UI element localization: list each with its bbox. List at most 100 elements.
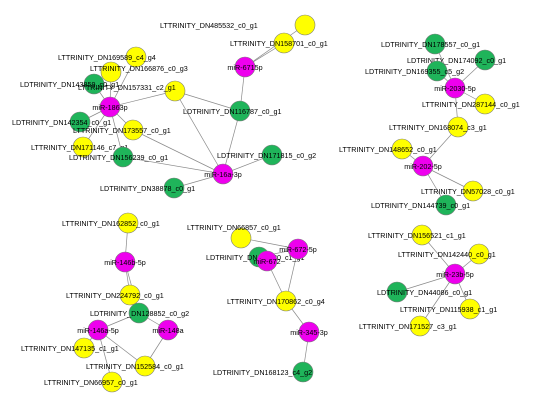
node-mir-672: miR-672 — [253, 250, 281, 272]
node-dn178557: LDTRINITY_DN178557_c0_g1 — [381, 33, 480, 55]
node-label: miR-672 — [253, 257, 280, 266]
node-label: LDTRINITY_DN174092_c0_g1 — [407, 56, 506, 65]
node-circle-green — [261, 144, 283, 166]
node-circle-magenta — [287, 238, 309, 260]
node-circle-yellow — [391, 138, 413, 160]
node-mir-1863p: miR-1863p — [92, 96, 128, 118]
node-label: miR-148a — [152, 326, 183, 335]
node-circle-green — [426, 60, 448, 82]
node-circle-yellow — [101, 371, 123, 393]
node-mir-148a: miR-148a — [152, 319, 184, 341]
node-dn168123: LDTRINITY_DN168123_c4_g2 — [213, 361, 314, 383]
node-circle-yellow — [134, 355, 156, 377]
node-dn147135: LTTRINITY_DN147135_c1_g1 — [21, 337, 119, 359]
node-circle-magenta — [298, 321, 320, 343]
node-circle-yellow — [100, 61, 122, 83]
edge-mir-23b5p-dn171527 — [419, 273, 456, 327]
node-mir-3453p: miR-345-3p — [290, 321, 328, 343]
node-circle-magenta — [212, 163, 234, 185]
node-label: LDTRINITY_DN142354_c0_g1 — [12, 118, 111, 127]
node-dn66957: LTTRINITY_DN66957_c0_g1 — [44, 371, 138, 393]
node-label: miR-345-3p — [290, 328, 328, 337]
node-label: miR-672-5p — [279, 245, 317, 254]
node-mir-16a3p: miR-16a-3p — [204, 163, 242, 185]
node-label: LTTRINITY_DN57028_c0_g1 — [421, 187, 515, 196]
node-circle-yellow — [474, 93, 496, 115]
node-mir-1465p: miR-146b-5p — [104, 251, 146, 273]
node-circle-yellow — [462, 180, 484, 202]
node-label: LTTRINITY_DN171146_c7_g1 — [31, 143, 128, 152]
node-label: LTTRINITY_DN224792_c0_g1 — [66, 291, 164, 300]
node-label: miR-202-5p — [404, 162, 442, 171]
node-circle-yellow — [409, 315, 431, 337]
node-mir-23b5p: miR-23b-5p — [436, 263, 474, 285]
node-dn66857: LTTRINITY_DN66857_c0_g1 — [187, 223, 281, 249]
edge-dn157331-dn116787 — [174, 90, 241, 112]
node-dn171527: LTTRINITY_DN171527_c3_g1 — [359, 315, 457, 337]
node-label: LTTRINITY_DN115938_c1_g1 — [400, 305, 497, 314]
node-dn144739: LDTRINITY_DN144739_c0_g1 — [371, 194, 470, 216]
node-dn169589: LTTRINITY_DN169589_c4_g4 — [58, 46, 156, 68]
node-label: miR-146a-5p — [77, 326, 119, 335]
node-circle-yellow — [411, 224, 433, 246]
node-label: LDTRINITY_DN38878_c0_g1 — [100, 184, 195, 193]
node-dn116787: LDTRINITY_DN116787_c0_g1 — [183, 100, 282, 122]
node-circle-green — [112, 146, 134, 168]
node-circle-yellow — [73, 337, 95, 359]
node-circle-green — [69, 111, 91, 133]
node-circle-yellow — [275, 290, 297, 312]
edge-mir-16a3p-dn116787 — [222, 110, 241, 175]
node-label: LDTRINITY_DN144739_c0_g1 — [371, 201, 470, 210]
node-circle-magenta — [87, 319, 109, 341]
node-dn174092: LDTRINITY_DN174092_c0_g1 — [407, 49, 506, 71]
node-dn57028: LTTRINITY_DN57028_c0_g1 — [421, 180, 515, 202]
node-label: LTTRINITY_DN171527_c3_g1 — [359, 322, 457, 331]
node-label: miR-16a-3p — [204, 170, 242, 179]
node-label: LTTRINITY_DN162852_c0_g1 — [62, 219, 160, 228]
node-circle-green — [386, 281, 408, 303]
node-dn38878: LDTRINITY_DN38878_c0_g1 — [100, 177, 195, 199]
node-label: LDTRINITY_DN119820_c1_g1 — [206, 253, 305, 262]
node-circle-magenta — [444, 77, 466, 99]
node-label: miR-1863p — [92, 103, 127, 112]
node-label: LDTRINITY_DN156239_c0_g1 — [69, 153, 168, 162]
node-label: miR-23b-5p — [436, 270, 474, 279]
node-label: LTTRINITY_DN173557_c0_g1 — [73, 126, 171, 135]
edge-mir-1863p-dn157331 — [109, 90, 176, 108]
node-circle-green — [435, 194, 457, 216]
node-mir-2025p: miR-202-5p — [404, 155, 442, 177]
node-label: LDTRINITY_DN128852_c0_g2 — [90, 309, 189, 318]
node-label: LDTRINITY_DN178557_c0_g1 — [381, 40, 480, 49]
node-dn162852: LTTRINITY_DN162852_c0_g1 — [62, 212, 160, 234]
node-label: LTTRINITY_DN158701_c0_g1 — [230, 39, 328, 48]
node-circle-yellow — [164, 80, 186, 102]
node-label: LTTRINITY_DN168074_c3_g1 — [389, 123, 487, 132]
node-label: LDTRINITY_DN171815_c0_g2 — [217, 151, 316, 160]
node-label: LTTRINITY_DN147135_c1_g1 — [21, 344, 119, 353]
node-circle-yellow — [459, 298, 481, 320]
node-label: miR-146b-5p — [104, 258, 146, 267]
node-label: LTTRINITY_DN142440_c0_g1 — [398, 250, 496, 259]
node-dn148652: LTTRINITY_DN148652_c0_g1 — [339, 138, 437, 160]
node-circle-yellow — [122, 119, 144, 141]
node-dn115938: LTTRINITY_DN115938_c1_g1 — [400, 298, 497, 320]
node-dn170862: LTTRINITY_DN170862_c0_g4 — [227, 290, 325, 312]
node-dn171146: LTTRINITY_DN171146_c7_g1 — [31, 136, 128, 158]
node-mir-6725p: miR-672-5p — [279, 238, 317, 260]
node-dn485532: LTTRINITY_DN485532_c0_g1 — [160, 14, 316, 36]
node-circle-green — [163, 177, 185, 199]
edge-mir-16a3p-dn157331 — [174, 90, 224, 175]
node-circle-green — [292, 361, 314, 383]
node-dn166876: LTTRINITY_DN166876_c0_g3 — [90, 61, 188, 83]
node-circle-yellow — [119, 284, 141, 306]
node-label: LTTRINITY_DN152584_c0_g1 — [86, 362, 184, 371]
node-label: LTTRINITY_DN66957_c0_g1 — [44, 378, 138, 387]
node-label: LTTRINITY_DN148652_c0_g1 — [339, 145, 437, 154]
node-mir-2030: miR-2030-5p — [434, 77, 476, 99]
node-dn156521: LTTRINITY_DN156521_c1_g1 — [368, 224, 466, 246]
node-circle-magenta — [412, 155, 434, 177]
node-circle-magenta — [444, 263, 466, 285]
node-dn156239: LDTRINITY_DN156239_c0_g1 — [69, 146, 168, 168]
node-dn44086: LDTRINITY_DN44086_c0_g1 — [377, 281, 472, 303]
